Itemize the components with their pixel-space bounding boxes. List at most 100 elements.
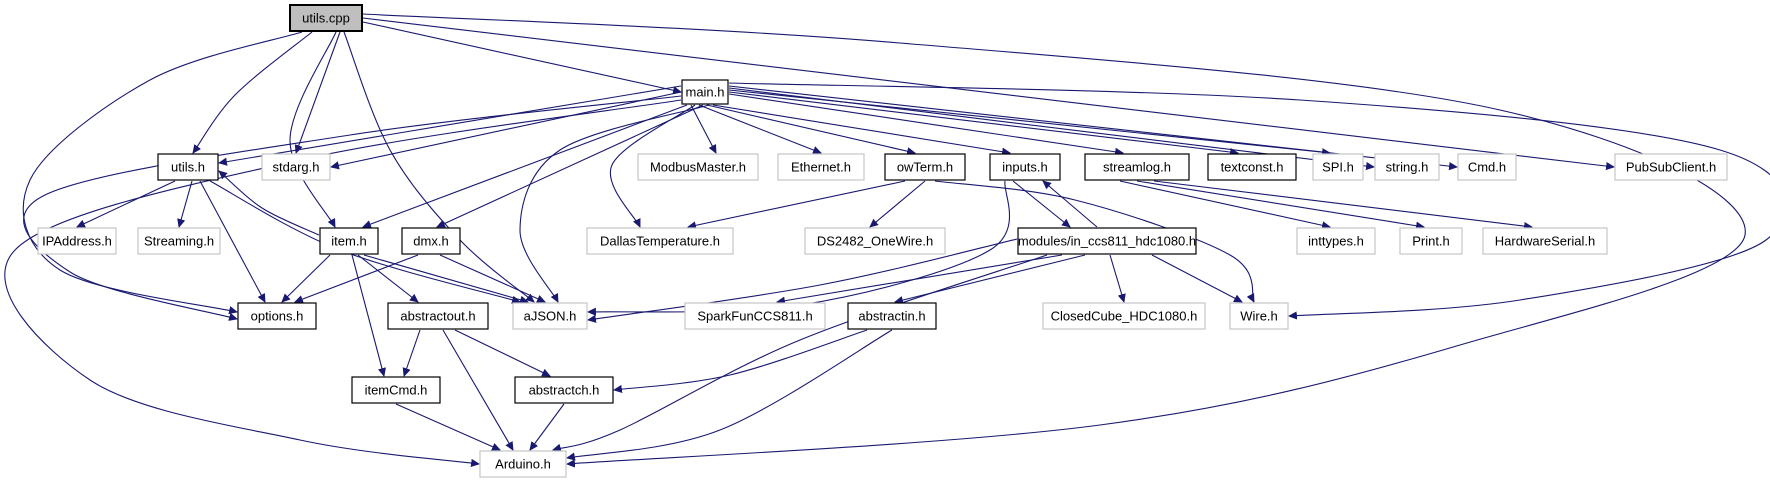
node-ipaddress-h: IPAddress.h (37, 227, 117, 255)
node-box (261, 153, 331, 181)
node-box[interactable] (157, 153, 219, 181)
node-box (137, 227, 221, 255)
node-label: abstractin.h (858, 309, 925, 324)
node-box[interactable] (237, 302, 317, 330)
edge-streamlog_h-inttypes_h (1119, 180, 1332, 230)
edge-abstractch_h-arduino_h (529, 403, 565, 451)
edge-item_h-utils_h (218, 170, 320, 236)
node-utils-h[interactable]: utils.h (157, 153, 219, 181)
edge-utils_cpp-item_h (289, 31, 337, 228)
node-box (1374, 153, 1440, 181)
edge-utils_cpp-ajson_h (343, 31, 535, 303)
node-label: options.h (251, 309, 304, 324)
node-label: textconst.h (1221, 160, 1284, 175)
node-box[interactable] (1017, 227, 1197, 255)
edge-owterm_h-ds2482_onewire_h (869, 180, 926, 228)
edge-main_h-wire_h (728, 82, 1770, 320)
node-streamlog-h[interactable]: streamlog.h (1084, 153, 1190, 181)
node-label: utils.h (171, 160, 205, 175)
node-box[interactable] (989, 153, 1061, 181)
node-main-h[interactable]: main.h (681, 79, 729, 105)
edge-owterm_h-wire_h (934, 180, 1255, 303)
edge-main_h-dmx_h (436, 104, 704, 228)
node-abstractin-h[interactable]: abstractin.h (847, 302, 937, 330)
node-box (1296, 227, 1376, 255)
node-box[interactable] (319, 227, 379, 255)
node-utils-cpp[interactable]: utils.cpp (289, 4, 363, 32)
edge-main_h-dallastemperature_h (609, 104, 696, 228)
node-label: HardwareSerial.h (1495, 234, 1595, 249)
node-arduino-h: Arduino.h (479, 450, 567, 478)
edge-main_h-ethernet_h (698, 104, 822, 154)
node-label: abstractch.h (529, 383, 600, 398)
node-box (1614, 153, 1728, 181)
node-box[interactable] (884, 153, 966, 181)
node-box[interactable] (847, 302, 937, 330)
node-streaming-h: Streaming.h (137, 227, 221, 255)
edge-modules_h-closedcube_hdc1080_h (1109, 254, 1126, 303)
edge-item_h-abstractout_h (357, 254, 419, 303)
node-label: Wire.h (1240, 309, 1278, 324)
node-label: abstractout.h (400, 309, 475, 324)
node-modbusmaster-h: ModbusMaster.h (637, 153, 759, 181)
node-inputs-h[interactable]: inputs.h (989, 153, 1061, 181)
node-label: SparkFunCCS811.h (697, 309, 812, 324)
edge-main_h-utils_h (217, 85, 682, 166)
node-label: modules/in_ccs811_hdc1080.h (1018, 234, 1196, 249)
node-abstractout-h[interactable]: abstractout.h (387, 302, 489, 330)
edge-modules_h-inputs_h (1042, 180, 1098, 228)
edge-main_h-streamlog_h (728, 93, 1125, 156)
node-label: Streaming.h (144, 234, 214, 249)
node-box (586, 227, 734, 255)
node-label: IPAddress.h (42, 234, 112, 249)
node-label: stdarg.h (273, 160, 320, 175)
edge-dmx_h-ajson_h (439, 254, 546, 303)
node-owterm-h[interactable]: owTerm.h (884, 153, 966, 181)
edge-utils_cpp-options_h (22, 31, 303, 315)
node-itemcmd-h[interactable]: itemCmd.h (351, 376, 441, 404)
node-label: itemCmd.h (365, 383, 428, 398)
edge-utils_cpp-arduino_h (362, 13, 1746, 468)
node-box[interactable] (351, 376, 441, 404)
edge-owterm_h-dallastemperature_h (686, 180, 906, 230)
node-dmx-h[interactable]: dmx.h (401, 227, 461, 255)
node-textconst-h[interactable]: textconst.h (1207, 153, 1297, 181)
node-label: SPI.h (1322, 160, 1354, 175)
node-label: PubSubClient.h (1626, 160, 1716, 175)
node-stdarg-h: stdarg.h (261, 153, 331, 181)
node-label: item.h (331, 234, 366, 249)
node-label: Ethernet.h (791, 160, 851, 175)
edge-abstractin_h-abstractch_h (612, 329, 868, 394)
node-label: main.h (685, 85, 724, 100)
node-box[interactable] (1207, 153, 1297, 181)
node-box[interactable] (289, 4, 363, 32)
node-label: Cmd.h (1468, 160, 1506, 175)
node-options-h[interactable]: options.h (237, 302, 317, 330)
node-box[interactable] (1084, 153, 1190, 181)
node-ds2482-onewire-h: DS2482_OneWire.h (804, 227, 946, 255)
node-box[interactable] (387, 302, 489, 330)
node-label: aJSON.h (524, 309, 577, 324)
node-label: DS2482_OneWire.h (817, 234, 933, 249)
node-label: owTerm.h (897, 160, 953, 175)
edge-main_h-item_h (362, 104, 688, 229)
node-label: ClosedCube_HDC1080.h (1051, 309, 1198, 324)
node-box (1042, 302, 1206, 330)
node-item-h[interactable]: item.h (319, 227, 379, 255)
edge-main_h-stdarg_h (329, 91, 682, 170)
edge-main_h-textconst_h (728, 91, 1240, 157)
node-box[interactable] (681, 79, 729, 105)
edge-item_h-ajson_h (363, 254, 529, 304)
node-label: streamlog.h (1103, 160, 1171, 175)
edge-streamlog_h-print_h (1136, 180, 1426, 230)
edge-inputs_h-modules_h (1012, 180, 1071, 228)
node-box[interactable] (401, 227, 461, 255)
node-box[interactable] (514, 376, 614, 404)
edge-main_h-inputs_h (712, 104, 1012, 156)
node-abstractch-h[interactable]: abstractch.h (514, 376, 614, 404)
edge-abstractout_h-itemcmd_h (402, 329, 421, 377)
node-modules-h[interactable]: modules/in_ccs811_hdc1080.h (1017, 227, 1197, 255)
node-wire-h: Wire.h (1229, 302, 1289, 330)
